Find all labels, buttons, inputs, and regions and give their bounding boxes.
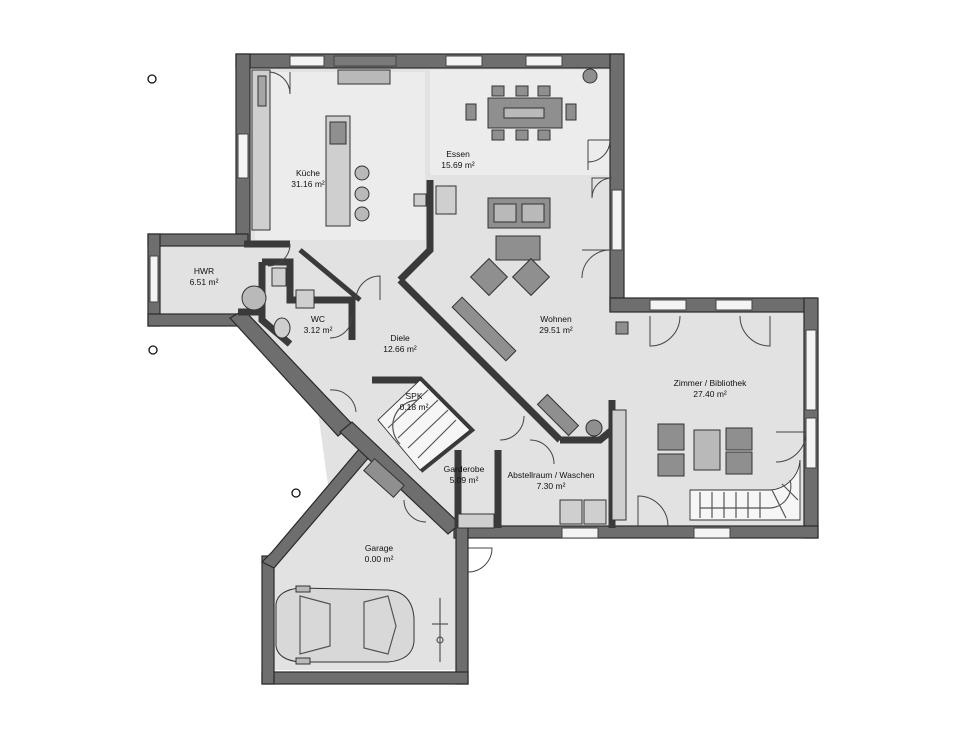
room-name-wc: WC (311, 314, 325, 324)
sanitary-fixtures (241, 267, 315, 339)
room-area-diele: 12.66 m² (383, 344, 417, 354)
room-name-wohnen: Wohnen (540, 314, 572, 324)
room-name-kueche: Küche (296, 168, 320, 178)
room-area-wc: 3.12 m² (304, 325, 333, 335)
room-area-wohnen: 29.51 m² (539, 325, 573, 335)
room-name-garage: Garage (365, 543, 394, 553)
living-furniture (413, 185, 629, 437)
room-area-garage: 0.00 m² (365, 554, 394, 564)
wardrobe (363, 457, 405, 499)
library-furniture (611, 409, 753, 521)
column-markers (147, 74, 301, 498)
room-name-spk: SPK (405, 391, 422, 401)
room-area-spk: 0.18 m² (400, 402, 429, 412)
library-stairs (689, 459, 801, 521)
room-area-zimmer: 27.40 m² (693, 389, 727, 399)
utility-furniture (457, 499, 607, 529)
room-name-hwr: HWR (194, 266, 214, 276)
room-area-hwr: 6.51 m² (190, 277, 219, 287)
room-area-garderobe: 5.09 m² (450, 475, 479, 485)
room-name-garderobe: Garderobe (444, 464, 485, 474)
room-area-abstell: 7.30 m² (537, 481, 566, 491)
room-name-diele: Diele (390, 333, 410, 343)
bicycle-icon (432, 598, 448, 662)
dining-table (465, 68, 598, 141)
room-name-zimmer: Zimmer / Bibliothek (674, 378, 747, 388)
room-area-kueche: 31.16 m² (291, 179, 325, 189)
room-name-abstell: Abstellraum / Waschen (507, 470, 594, 480)
car-icon (275, 585, 415, 665)
column-marker-icon (148, 345, 158, 355)
kitchen-furniture (251, 69, 391, 231)
fireplace-icon (585, 419, 603, 437)
room-name-essen: Essen (446, 149, 470, 159)
stair-icon (377, 379, 471, 471)
room-labels: Küche 31.16 m² Essen 15.69 m² HWR 6.51 m… (190, 149, 748, 564)
room-area-essen: 15.69 m² (441, 160, 475, 170)
door-swings (267, 71, 807, 573)
windows (149, 55, 817, 539)
column-marker-icon (147, 74, 157, 84)
column-marker-icon (291, 488, 301, 498)
